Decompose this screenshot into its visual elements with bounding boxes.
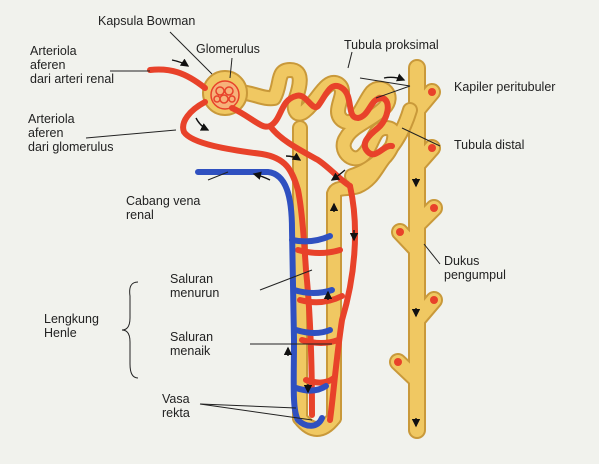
label-kapiler-peritubuler: Kapiler peritubuler xyxy=(454,80,555,94)
label-tubula-proksimal: Tubula proksimal xyxy=(344,38,439,52)
label-saluran-menurun: Saluran menurun xyxy=(170,272,219,300)
label-lengkung-henle: Lengkung Henle xyxy=(44,312,99,340)
label-cabang-vena-renal: Cabang vena renal xyxy=(126,194,200,222)
label-kapsula-bowman: Kapsula Bowman xyxy=(98,14,195,28)
label-saluran-menaik: Saluran menaik xyxy=(170,330,213,358)
label-arteriola-aferen-renal: Arteriola aferen dari arteri renal xyxy=(30,44,114,86)
label-tubula-distal: Tubula distal xyxy=(454,138,524,152)
label-vasa-rekta: Vasa rekta xyxy=(162,392,190,420)
label-dukus-pengumpul: Dukus pengumpul xyxy=(444,254,506,282)
label-arteriola-aferen-glomerulus: Arteriola aferen dari glomerulus xyxy=(28,112,113,154)
label-glomerulus: Glomerulus xyxy=(196,42,260,56)
bowman-capsule xyxy=(203,71,247,115)
